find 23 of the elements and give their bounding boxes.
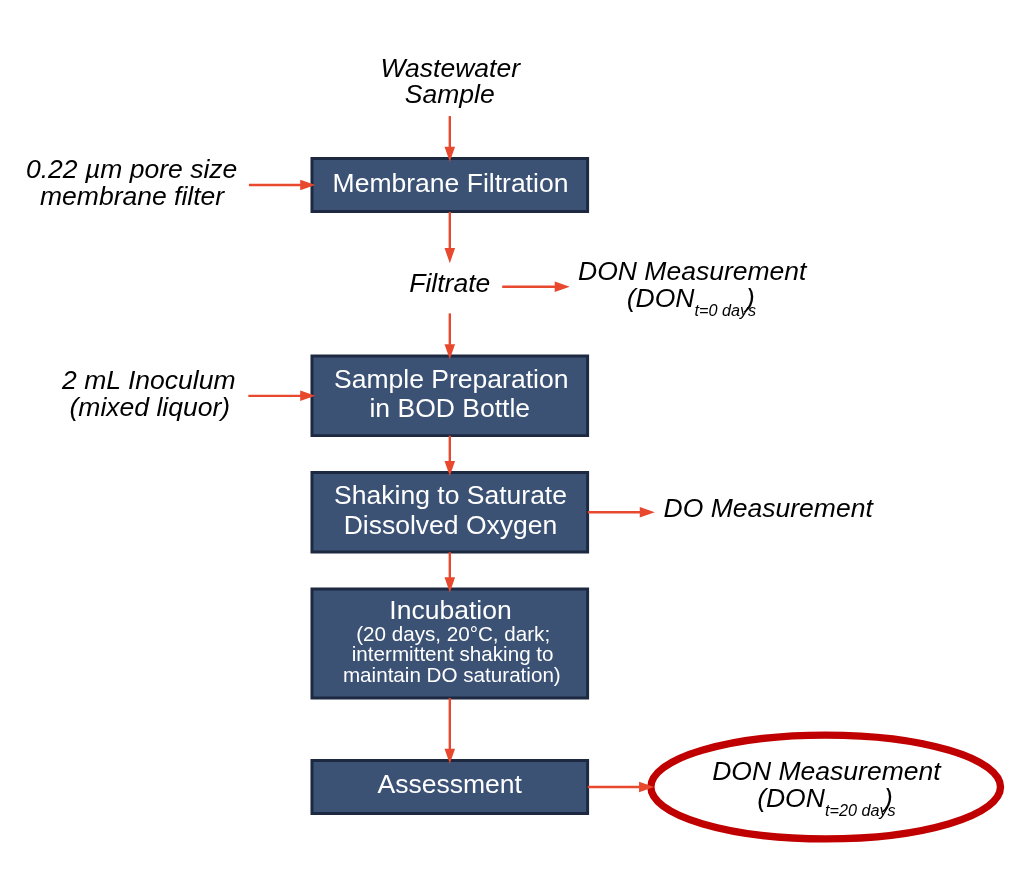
node-text: Wastewater Sample [380,52,521,109]
node-text: Filtrate [409,267,491,298]
arrow [444,211,456,263]
node-ellipse: DON Measurement (DON$_{t=20 days}$) [647,730,1005,843]
arrow [587,781,655,792]
node-text: 0.22 µm pore size membrane filter [26,153,238,211]
arrow [248,179,316,190]
node-box: Sample Preparation in BOD Bottle [310,354,590,437]
arrow [444,697,456,764]
node-box: Incubation (20 days, 20°C, dark; intermittent shaking to maintain DO saturation) [310,586,590,699]
arrow [444,435,456,476]
node-box: Assessment [310,758,590,815]
arrow [444,312,456,359]
arrow [502,280,570,292]
node-box: Shaking to Saturate Dissolved Oxygen [310,470,590,554]
arrow [587,506,655,518]
node-text: DON Measurement (DON$_{t=0 days}$) [578,255,807,318]
arrow [248,390,316,401]
node-box: Membrane Filtration [310,156,590,213]
node-text: 2 mL Inoculum (mixed liquor) [62,364,236,422]
arrow [444,551,456,592]
arrow [444,115,456,162]
node-text: DO Measurement [663,492,873,523]
